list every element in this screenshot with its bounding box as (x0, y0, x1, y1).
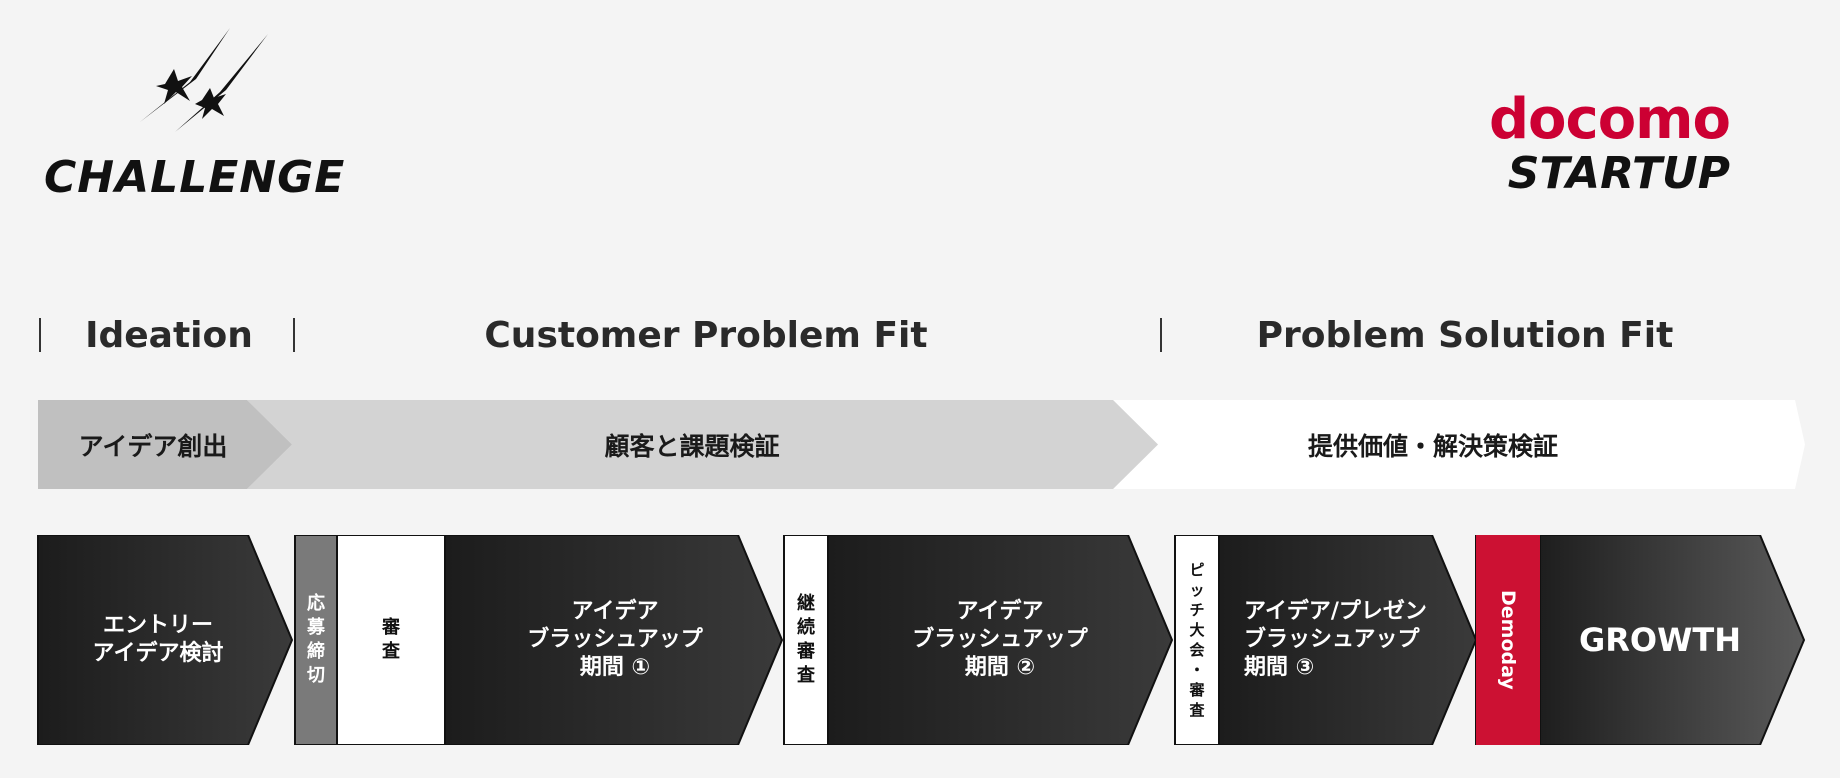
phase-title-ideation: Ideation (85, 315, 253, 356)
stage-continue-review: 継続審査 (797, 593, 815, 686)
phase-title-psf: Problem Solution Fit (1256, 315, 1674, 356)
band-cpf: 顧客と課題検証 (604, 431, 780, 461)
phase-divider (1160, 318, 1162, 352)
band-psf: 提供価値・解決策検証 (1307, 431, 1558, 461)
stage-brushup-2: アイデア ブラッシュアップ 期間 ② (912, 599, 1088, 680)
phase-divider (39, 318, 41, 352)
stage-brushup-3: アイデア/プレゼン ブラッシュアップ 期間 ③ (1244, 599, 1427, 680)
stage-review: 審査 (382, 617, 400, 662)
phase-divider (293, 318, 295, 352)
phase-title-cpf: Customer Problem Fit (484, 315, 928, 356)
stage-demoday: Demoday (1476, 535, 1540, 745)
shooting-stars-icon (140, 28, 268, 132)
stage-growth: GROWTH (1578, 621, 1741, 659)
stage-shapes (37, 535, 1806, 745)
startup-logo-text: STARTUP (1507, 148, 1730, 199)
stage-entry: エントリー アイデア検討 (92, 613, 224, 666)
docomo-logo-text: docomo (1488, 87, 1731, 152)
phase-band-shapes (38, 400, 1805, 489)
stage-pitch-review: ピッチ大会・審査 (1189, 561, 1205, 719)
stage-deadline: 応募締切 (307, 593, 325, 686)
challenge-logo-text: CHALLENGE (44, 152, 346, 203)
stage-brushup-1: アイデア ブラッシュアップ 期間 ① (527, 599, 703, 680)
band-ideation: アイデア創出 (78, 431, 228, 461)
